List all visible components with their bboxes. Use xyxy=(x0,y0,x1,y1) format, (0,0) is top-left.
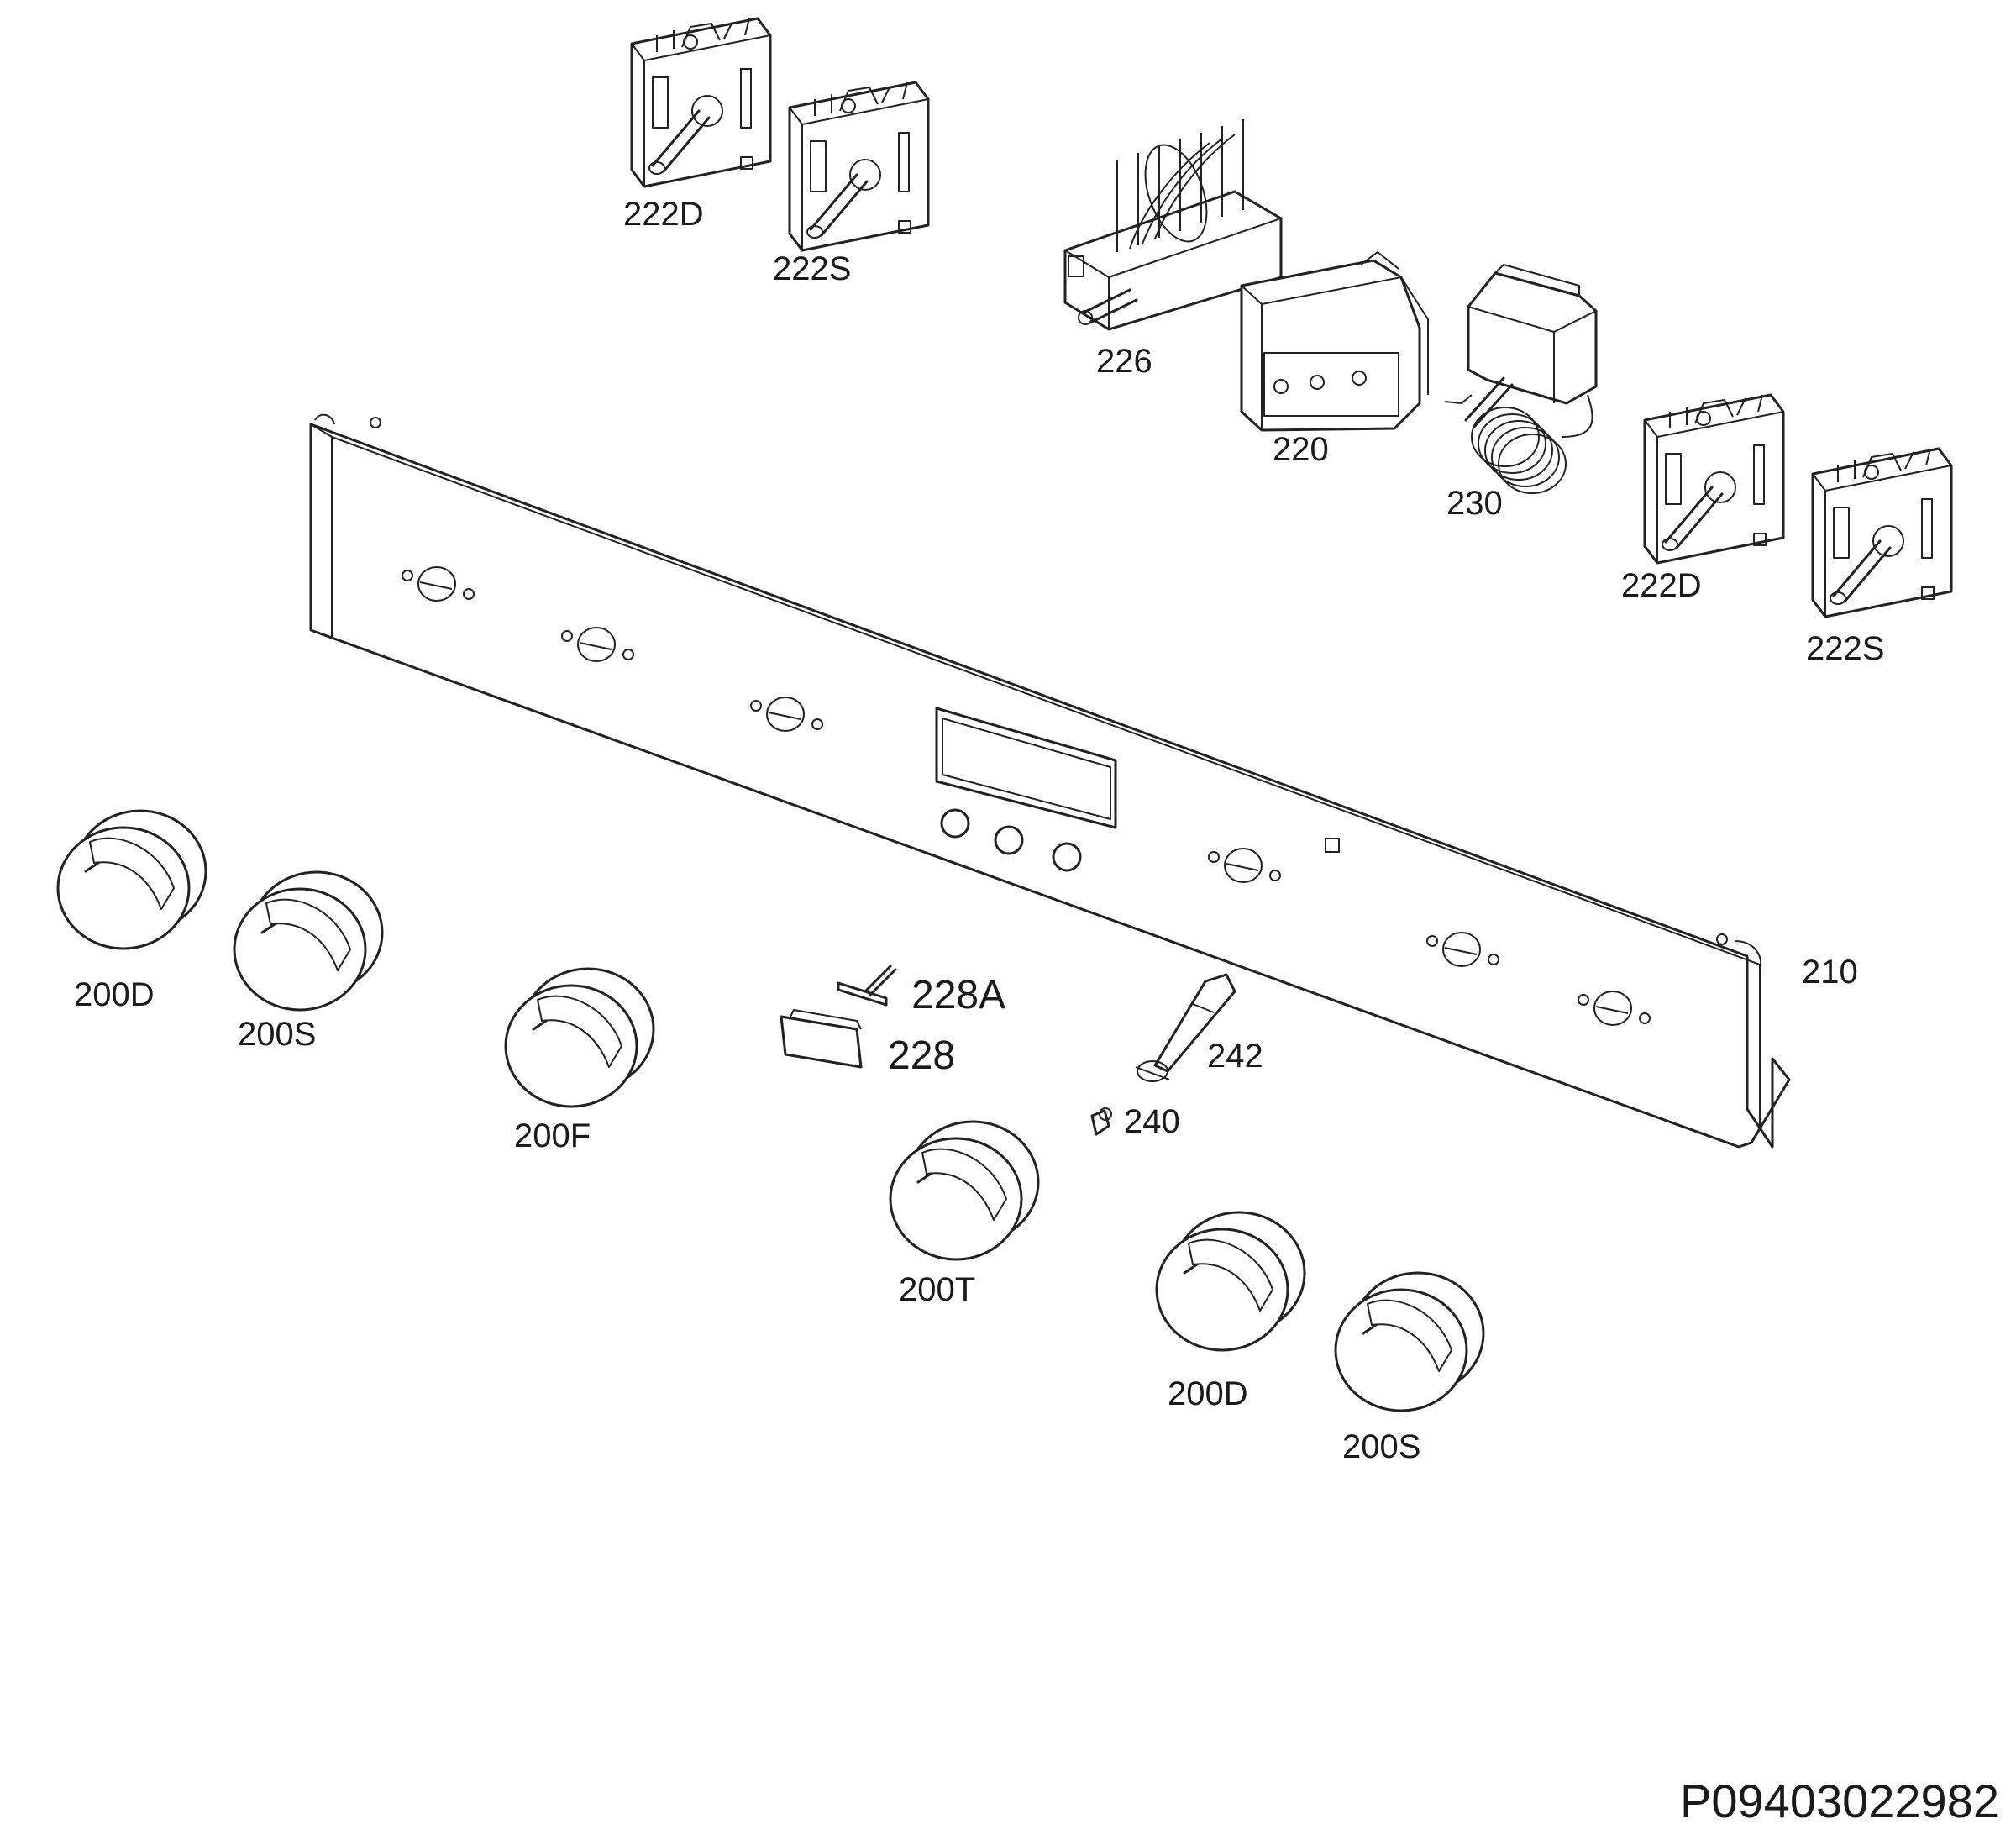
part-228 xyxy=(780,1009,863,1069)
part-228a xyxy=(837,965,897,1007)
switch-222d-right xyxy=(1643,393,1785,565)
label-220: 220 xyxy=(1273,431,1329,468)
selector-switch-226 xyxy=(1063,119,1283,331)
label-226: 226 xyxy=(1096,343,1152,380)
label-230: 230 xyxy=(1446,485,1503,522)
label-222s-top: 222S xyxy=(773,250,851,287)
thermostat-230 xyxy=(1444,264,1598,494)
knob-200s-left xyxy=(233,870,384,1012)
document-id: P09403022982 xyxy=(1680,1774,1999,1827)
switch-222d-top xyxy=(630,17,772,188)
knob-200d-bottom xyxy=(1155,1211,1306,1352)
label-210: 210 xyxy=(1802,954,1858,991)
display-bracket-220 xyxy=(1240,251,1429,432)
screw-240 xyxy=(1090,1107,1112,1136)
switch-222s-top xyxy=(788,81,930,252)
label-200f: 200F xyxy=(514,1117,591,1154)
knob-200f xyxy=(504,967,655,1108)
label-200t: 200T xyxy=(899,1271,975,1308)
control-panel-210 xyxy=(309,413,1791,1149)
knob-200d-left xyxy=(56,809,207,950)
label-200d-bottom: 200D xyxy=(1168,1375,1248,1412)
label-240: 240 xyxy=(1124,1103,1180,1140)
label-222s-right: 222S xyxy=(1806,630,1884,667)
label-222d-right: 222D xyxy=(1621,567,1702,604)
label-228a: 228A xyxy=(911,973,1005,1017)
label-200s-left: 200S xyxy=(238,1016,316,1053)
label-242: 242 xyxy=(1207,1038,1263,1075)
switch-222s-right xyxy=(1811,447,1953,618)
label-222d-top: 222D xyxy=(623,196,704,233)
probe-242 xyxy=(1135,973,1236,1082)
label-200d-left: 200D xyxy=(74,976,155,1013)
knob-200s-bottom xyxy=(1334,1271,1485,1412)
label-200s-bottom: 200S xyxy=(1342,1428,1420,1465)
label-228: 228 xyxy=(888,1033,955,1078)
knob-200t xyxy=(889,1120,1040,1261)
